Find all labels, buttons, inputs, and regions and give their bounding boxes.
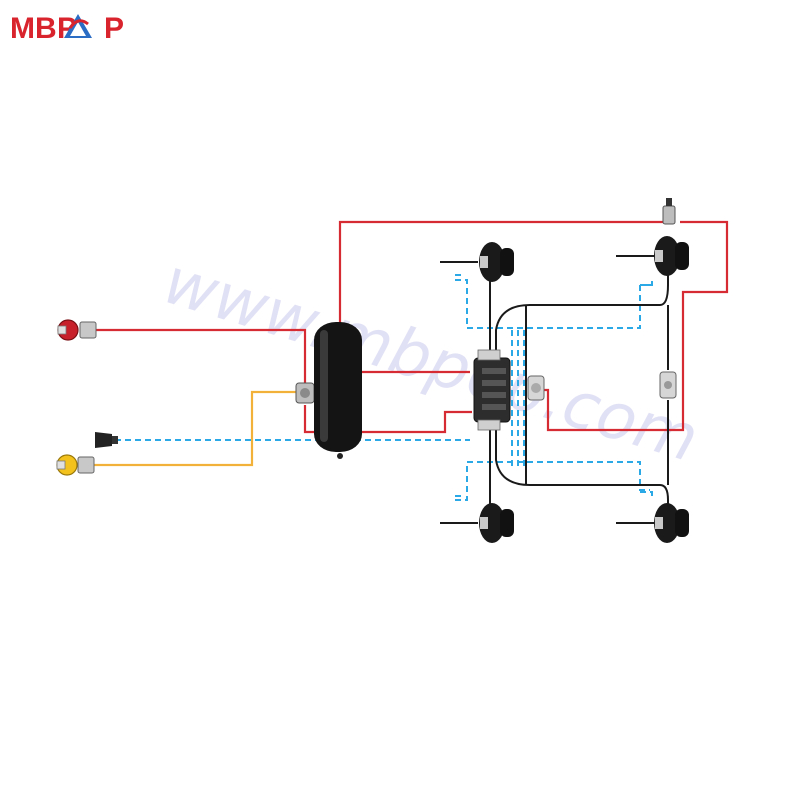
mbpop-logo: MB P P <box>10 12 124 44</box>
signal-lines <box>115 274 653 501</box>
watermark-text: www.mbpop.com <box>155 245 706 478</box>
brake-chamber-icon <box>654 503 689 543</box>
yellow-coupling-head-icon <box>56 454 95 476</box>
electrical-plug-icon <box>95 432 118 448</box>
relay-valve-icon <box>527 375 545 401</box>
red-coupling-head-icon <box>57 319 97 341</box>
release-valve-icon <box>662 198 676 225</box>
brake-chamber-icon <box>654 236 689 276</box>
svg-text:MB: MB <box>10 12 57 44</box>
supply-lines <box>95 220 729 434</box>
brake-hoses <box>440 255 669 524</box>
control-valve-icon <box>295 382 315 404</box>
release-valve-icon <box>659 371 677 399</box>
brake-chamber-icon <box>479 503 514 543</box>
modulator-icon <box>473 349 511 431</box>
air-tank-icon <box>314 322 362 459</box>
control-line <box>90 390 296 467</box>
svg-text:P: P <box>104 12 124 44</box>
brake-chamber-icon <box>479 242 514 282</box>
